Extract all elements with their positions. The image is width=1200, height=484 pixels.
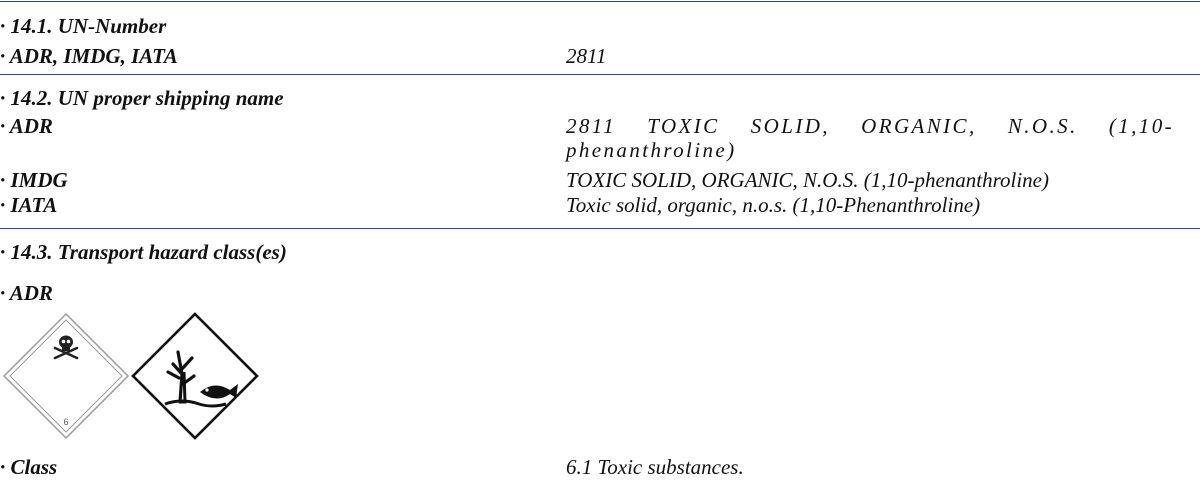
section-14-1-heading: · 14.1. UN-Number xyxy=(0,14,167,38)
section-divider-2 xyxy=(0,228,1200,229)
shipping-name-iata-value: Toxic solid, organic, n.o.s. (1,10-Phena… xyxy=(566,193,981,217)
toxic-skull-label-icon: 6 xyxy=(2,312,130,440)
class-value: 6.1 Toxic substances. xyxy=(566,455,744,479)
shipping-name-adr-label: · ADR xyxy=(0,114,53,138)
section-14-3-heading: · 14.3. Transport hazard class(es) xyxy=(0,240,287,264)
transport-adr-subheading: · ADR xyxy=(0,281,53,305)
shipping-name-imdg-label: · IMDG xyxy=(0,168,68,192)
section-divider-top xyxy=(0,1,1200,2)
environmental-hazard-icon xyxy=(131,312,259,440)
un-number-value: 2811 xyxy=(566,44,607,68)
un-number-label: · ADR, IMDG, IATA xyxy=(0,44,178,68)
section-divider-1 xyxy=(0,74,1200,75)
hazard-pictograms: 6 xyxy=(2,312,259,440)
shipping-name-adr-value: 2811 TOXIC SOLID, ORGANIC, N.O.S. (1,10-… xyxy=(566,114,1174,162)
toxic-class-number: 6 xyxy=(63,417,68,427)
class-label: · Class xyxy=(0,455,58,479)
section-14-2-heading: · 14.2. UN proper shipping name xyxy=(0,86,284,110)
shipping-name-imdg-value: TOXIC SOLID, ORGANIC, N.O.S. (1,10-phena… xyxy=(566,168,1049,192)
shipping-name-iata-label: · IATA xyxy=(0,193,58,217)
